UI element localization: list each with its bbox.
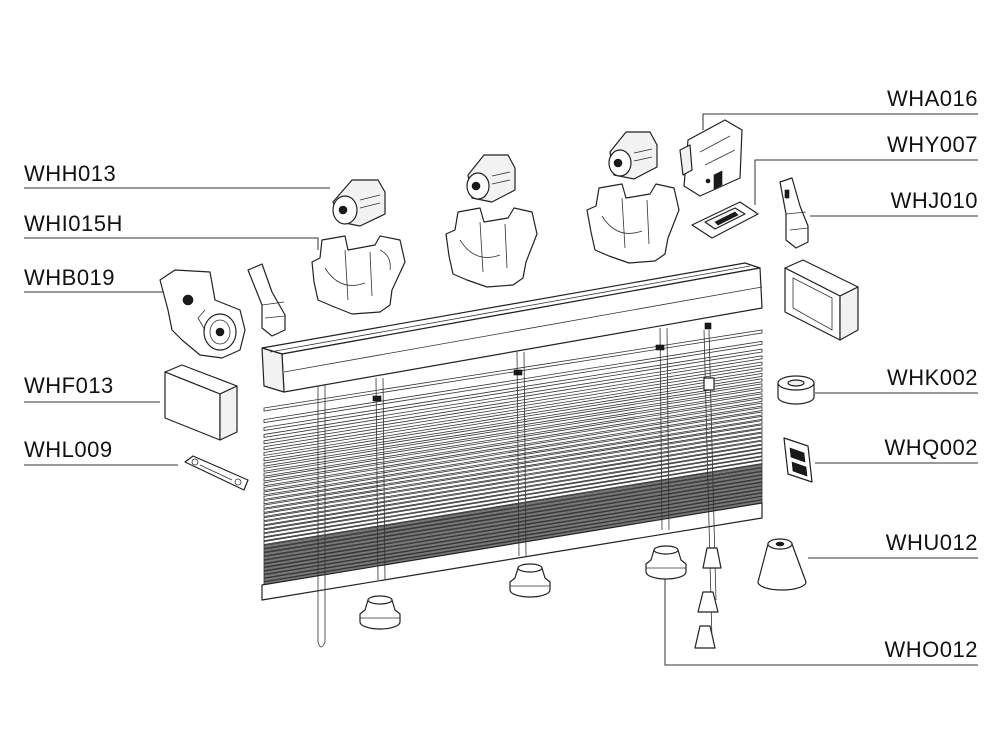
- bottom-rail: [261, 502, 763, 601]
- slat: [263, 481, 763, 568]
- slat: [263, 372, 763, 456]
- slat: [263, 424, 763, 509]
- cord-drum-left: [359, 595, 401, 630]
- label-whh013: WHH013: [24, 161, 116, 186]
- slat: [263, 456, 763, 542]
- slat: [263, 367, 763, 451]
- label-whj010: WHJ010: [891, 188, 978, 213]
- slat: [263, 471, 763, 557]
- connector-link: [184, 455, 249, 491]
- cord-ring: [777, 375, 815, 405]
- bracket-housing-middle: [466, 154, 516, 203]
- label-who012: WHO012: [885, 637, 978, 662]
- slat: [263, 428, 763, 513]
- label-wha016: WHA016: [887, 86, 978, 111]
- slat: [263, 393, 763, 477]
- slat: [263, 388, 763, 472]
- slat: [263, 397, 763, 482]
- slat: [263, 452, 763, 538]
- part-labels: WHA016 WHY007 WHH013 WHJ010 WHI015H WHB0…: [24, 86, 978, 662]
- cord-clips: [372, 322, 712, 402]
- cord-buckle: [783, 437, 813, 483]
- label-whl009: WHL009: [24, 437, 113, 462]
- label-whu012: WHU012: [886, 530, 978, 555]
- mounting-clip-left: [247, 263, 286, 337]
- bracket-housing-left: [332, 179, 386, 227]
- slat: [263, 436, 763, 522]
- slat: [263, 432, 763, 518]
- slat: [263, 340, 763, 424]
- cord-lock-plate: [691, 201, 759, 239]
- end-cap: [784, 259, 859, 341]
- slat: [263, 467, 763, 553]
- slat: [263, 440, 763, 526]
- slat: [263, 378, 763, 462]
- slat: [263, 348, 763, 431]
- slat: [263, 485, 763, 572]
- blind-assembly: [261, 262, 763, 648]
- slat: [263, 444, 763, 530]
- slat: [263, 448, 763, 534]
- slat: [263, 411, 763, 496]
- label-whf013: WHF013: [24, 373, 114, 398]
- tilt-mechanism: [679, 119, 743, 197]
- cord-drum-right: [645, 545, 687, 580]
- bracket-cradle-right: [586, 183, 680, 264]
- slat: [263, 420, 763, 505]
- slat: [263, 492, 763, 579]
- bracket-cradle-middle: [445, 207, 538, 288]
- label-whi015h: WHI015H: [24, 211, 123, 236]
- head-rail: [261, 262, 763, 393]
- label-why007: WHY007: [887, 132, 978, 157]
- slat: [263, 460, 763, 546]
- slat: [263, 402, 763, 487]
- slat: [263, 355, 763, 438]
- slat: [263, 474, 763, 561]
- cord-weights: [694, 547, 722, 649]
- bracket-cradle-left: [311, 235, 406, 315]
- mounting-clip-right: [779, 177, 809, 249]
- leader-lines: [24, 113, 978, 666]
- slat: [263, 415, 763, 500]
- slat: [263, 361, 763, 445]
- cord-drum-middle: [509, 563, 551, 598]
- slat: [263, 496, 763, 582]
- slat: [263, 329, 763, 412]
- slat: [263, 489, 763, 575]
- slat: [263, 407, 763, 491]
- label-whq002: WHQ002: [885, 435, 978, 460]
- tilt-control-unit: [159, 269, 246, 359]
- valance-block: [164, 364, 238, 441]
- label-whb019: WHB019: [24, 265, 115, 290]
- label-whk002: WHK002: [887, 365, 978, 390]
- blind-slats: [263, 329, 763, 586]
- slat: [263, 383, 763, 467]
- cord-tassel: [757, 538, 807, 591]
- slat: [263, 478, 763, 564]
- bracket-housing-right: [608, 131, 658, 180]
- slat: [263, 463, 763, 549]
- ladder-cords: [317, 327, 717, 648]
